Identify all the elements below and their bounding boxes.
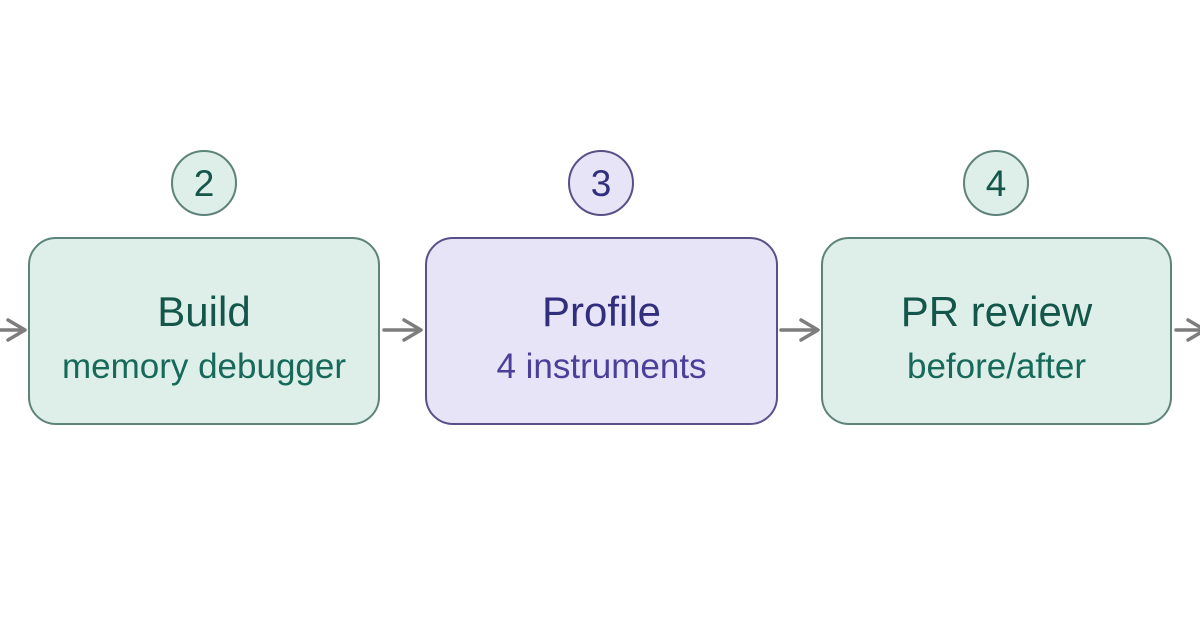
outgoing-arrow-icon [1174,318,1200,342]
node-title: PR review [900,288,1093,335]
node-pr-review: PR review before/after [821,237,1172,425]
step-circle-pr-review: 4 [963,150,1029,216]
node-build: Build memory debugger [28,237,380,425]
node-title: Profile [541,288,662,335]
step-circle-build: 2 [171,150,237,216]
node-profile: Profile 4 instruments [425,237,778,425]
node-title: Build [157,288,251,335]
step-number: 3 [590,162,612,204]
build-to-profile-arrow-icon [382,318,423,342]
node-subtitle: memory debugger [61,347,347,386]
step-number: 4 [985,162,1007,204]
node-subtitle: 4 instruments [496,347,707,386]
node-subtitle: before/after [907,347,1086,386]
step-circle-profile: 3 [568,150,634,216]
step-number: 2 [193,162,215,204]
profile-to-pr-review-arrow-icon [779,318,820,342]
incoming-arrow-icon [0,318,27,342]
